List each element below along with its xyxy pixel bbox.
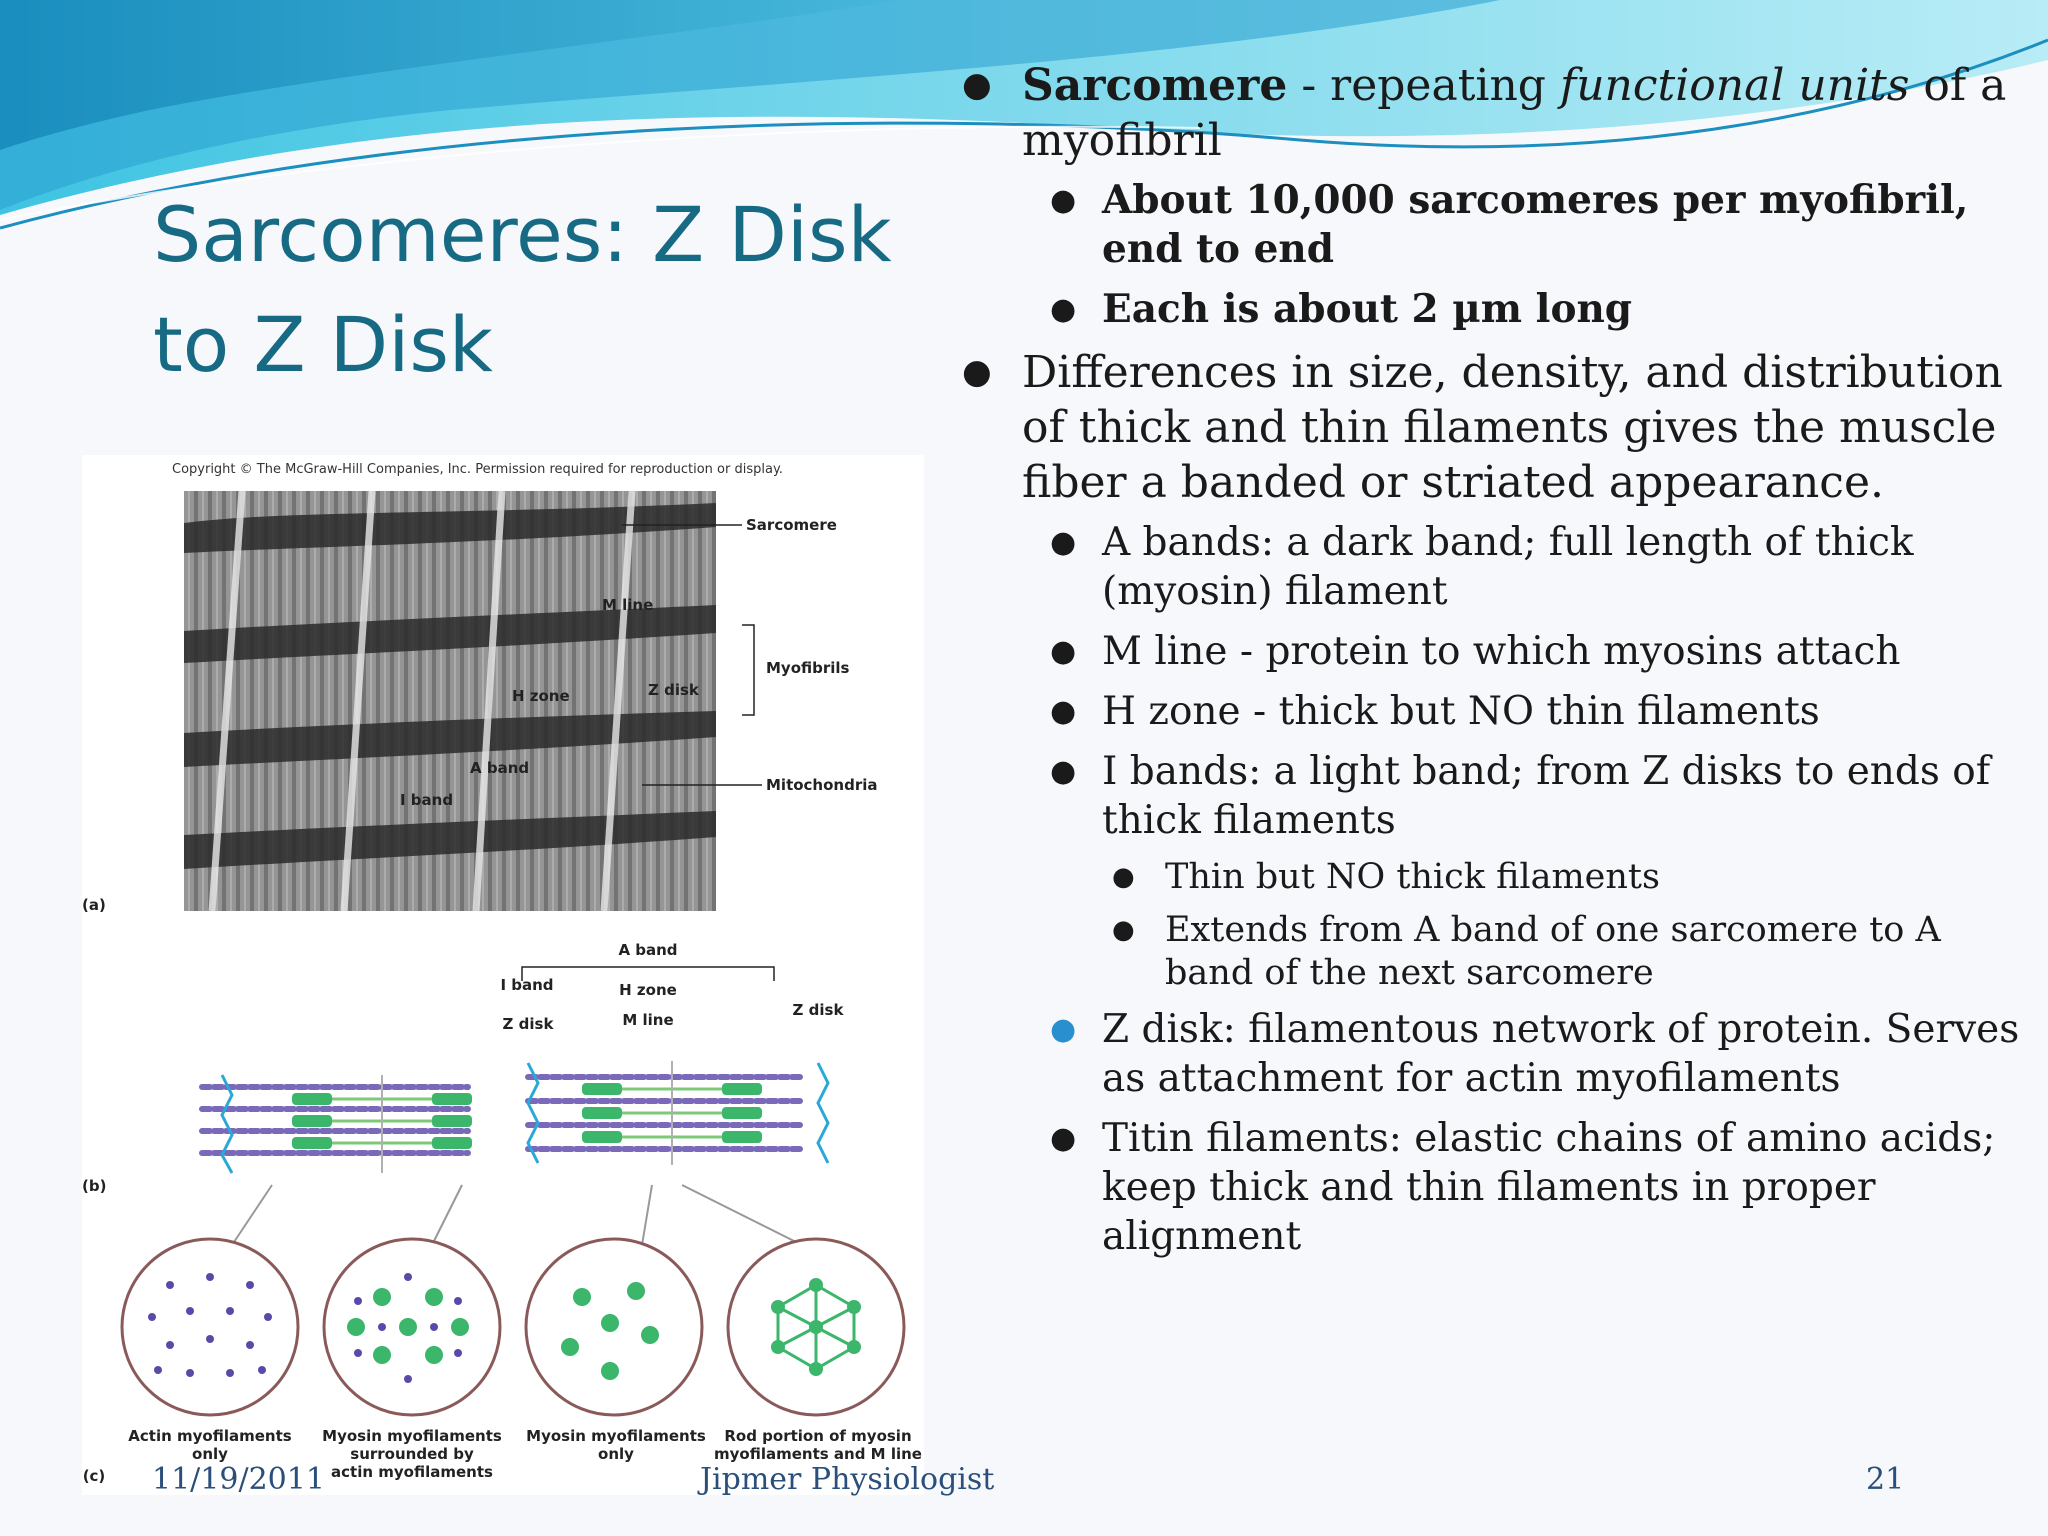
schematic-label-a-band: A band [618,941,677,959]
label-myofibrils: Myofibrils [766,659,850,677]
schematic-label-z-disk-left: Z disk [503,1015,555,1033]
bullet-list: ●Sarcomere - repeating functional units … [962,58,2022,1272]
bullet-banding: ●Differences in size, density, and distr… [962,347,2003,508]
bullet-i-bands: ●I bands: a light band; from Z disks to … [1050,749,1991,843]
label-mitochondria: Mitochondria [766,776,878,794]
bullet-sarcomere-length: ●Each is about 2 µm long [1050,286,1633,332]
copyright-notice: Copyright © The McGraw-Hill Companies, I… [172,462,783,477]
cross-section-myosin-actin [322,1237,502,1417]
bullet-dot-icon: ● [962,65,992,105]
bullet-dot-icon: ● [1050,1121,1077,1156]
slide-title: Sarcomeres: Z Disk to Z Disk [153,190,892,389]
sarcomere-figure: Copyright © The McGraw-Hill Companies, I… [82,455,924,1495]
bullet-sarcomere-count: ●About 10,000 sarcomeres per myofibril, … [1050,177,1969,272]
bullet-dot-icon: ● [1050,694,1077,729]
bullet-dot-icon: ● [1050,1012,1077,1047]
bullet-titin: ●Titin filaments: elastic chains of amin… [1050,1116,1996,1259]
figure-part-b-tag: (b) [82,1177,106,1195]
micrograph-a [184,490,716,912]
label-i-band: I band [400,791,453,809]
bullet-dot-icon: ● [1050,183,1077,218]
bullet-dot-icon: ● [1112,862,1135,892]
label-sarcomere: Sarcomere [746,516,837,534]
micrograph-labels: Sarcomere M line Myofibrils H zone Z dis… [82,516,878,914]
caption-2-line3: actin myofilaments [331,1463,493,1481]
figure-part-c-tag: (c) [83,1467,106,1485]
label-h-zone: H zone [512,687,570,705]
term-sarcomere: Sarcomere [1022,60,1288,111]
bullet-i-bands-thin: ●Thin but NO thick filaments [1112,857,1660,897]
bullet-dot-icon: ● [1112,915,1135,945]
bullet-h-zone: ●H zone - thick but NO thin filaments [1050,689,1820,734]
bullet-sarcomere: ●Sarcomere - repeating functional units … [962,60,2007,166]
caption-1-line2: only [192,1445,228,1463]
footer-date: 11/19/2011 [152,1462,325,1497]
caption-4-line2: myofilaments and M line [714,1445,922,1463]
bullet-i-bands-extent: ●Extends from A band of one sarcomere to… [1112,910,1941,993]
schematic-label-z-disk-right: Z disk [793,1001,845,1019]
label-a-band: A band [470,759,529,777]
bullet-dot-icon: ● [1050,292,1077,327]
sarcomere-schematic-labels: A band I band H zone Z disk M line Z dis… [82,941,844,1195]
bullet-m-line: ●M line - protein to which myosins attac… [1050,629,1901,674]
cross-section-myosin-only [524,1237,704,1417]
figure-part-a-tag: (a) [82,896,106,914]
caption-4-line1: Rod portion of myosin [724,1427,911,1445]
caption-1-line1: Actin myofilaments [128,1427,291,1445]
cross-section-rod-m-line [726,1237,906,1417]
caption-2-line2: surrounded by [350,1445,474,1463]
sarcomere-figure-svg: Copyright © The McGraw-Hill Companies, I… [82,462,922,1485]
bullet-dot-icon: ● [1050,525,1077,560]
bullet-dot-icon: ● [962,352,992,392]
bullet-a-bands: ●A bands: a dark band; full length of th… [1050,520,1914,614]
schematic-label-h-zone: H zone [619,981,677,999]
header-wave-decoration [0,0,2048,230]
cross-section-leaders [231,1184,803,1246]
caption-3-line1: Myosin myofilaments [526,1427,706,1445]
schematic-label-m-line: M line [622,1011,673,1029]
bullet-z-disk: ●Z disk: filamentous network of protein.… [1050,1007,2020,1101]
schematic-label-i-band: I band [500,976,553,994]
bullet-dot-icon: ● [1050,634,1077,669]
label-m-line: M line [602,596,653,614]
label-z-disk: Z disk [648,681,700,699]
cross-section-captions: Actin myofilaments only Myosin myofilame… [83,1427,922,1485]
bullet-dot-icon: ● [1050,754,1077,789]
caption-2-line1: Myosin myofilaments [322,1427,502,1445]
footer-page-number: 21 [1866,1462,1905,1497]
sarcomere-schematic [199,1061,830,1174]
caption-3-line2: only [598,1445,634,1463]
footer-author: Jipmer Physiologist [700,1462,995,1497]
cross-section-actin-only [120,1237,300,1417]
